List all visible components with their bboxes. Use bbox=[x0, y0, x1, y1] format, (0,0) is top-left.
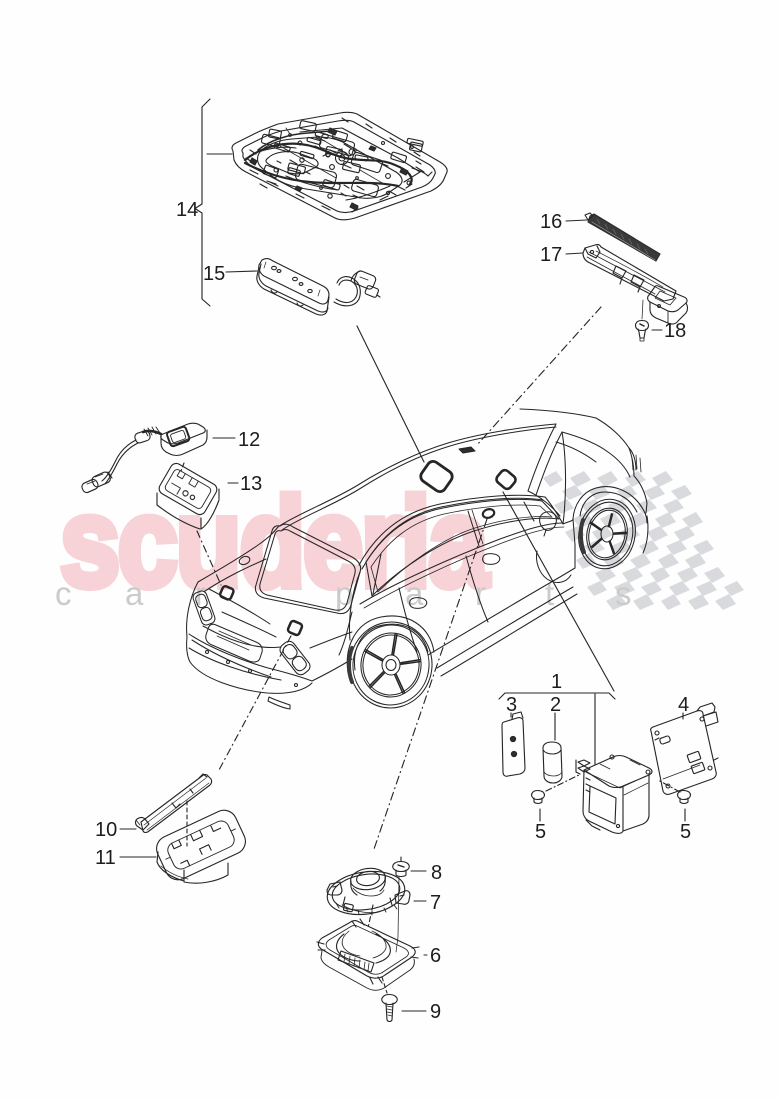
svg-text:2: 2 bbox=[550, 694, 561, 716]
svg-text:5: 5 bbox=[680, 821, 691, 843]
svg-text:16: 16 bbox=[540, 211, 562, 233]
svg-text:15: 15 bbox=[203, 263, 225, 285]
svg-text:1: 1 bbox=[551, 671, 562, 693]
svg-text:3: 3 bbox=[506, 694, 517, 716]
svg-text:8: 8 bbox=[431, 862, 442, 884]
svg-text:12: 12 bbox=[238, 429, 260, 451]
svg-text:c: c bbox=[55, 575, 72, 612]
svg-text:s: s bbox=[615, 575, 632, 612]
svg-text:11: 11 bbox=[95, 847, 116, 869]
svg-text:17: 17 bbox=[540, 244, 562, 266]
svg-text:7: 7 bbox=[430, 892, 441, 914]
svg-text:14: 14 bbox=[176, 199, 198, 221]
svg-text:9: 9 bbox=[430, 1001, 441, 1023]
svg-text:13: 13 bbox=[240, 473, 262, 495]
svg-text:10: 10 bbox=[95, 819, 117, 841]
svg-text:a: a bbox=[125, 575, 144, 612]
svg-text:r: r bbox=[195, 575, 206, 612]
svg-text:5: 5 bbox=[535, 821, 546, 843]
svg-text:p: p bbox=[335, 575, 353, 612]
svg-text:4: 4 bbox=[678, 694, 689, 716]
svg-text:18: 18 bbox=[664, 320, 686, 342]
svg-text:scuderia: scuderia bbox=[60, 471, 490, 613]
svg-text:6: 6 bbox=[430, 945, 441, 967]
svg-text:r: r bbox=[475, 575, 486, 612]
svg-text:t: t bbox=[545, 575, 554, 612]
